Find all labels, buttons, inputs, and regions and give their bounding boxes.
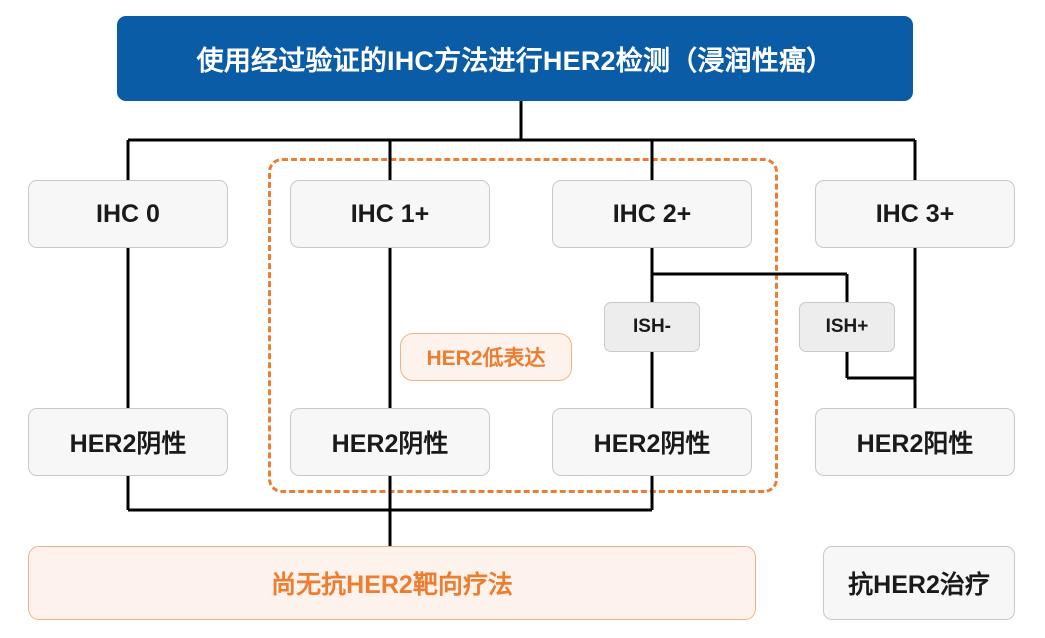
node-ihc-0-label: IHC 0	[96, 199, 160, 228]
node-result-negative-ihc0[interactable]: HER2阴性	[28, 408, 228, 476]
tag-her2-low-expression-label: HER2低表达	[426, 347, 546, 370]
node-ihc-1-plus[interactable]: IHC 1+	[290, 180, 490, 248]
node-ish-positive[interactable]: ISH+	[799, 302, 895, 352]
node-result-positive-label: HER2阳性	[856, 430, 974, 458]
node-result-negative-ihc1[interactable]: HER2阴性	[290, 408, 490, 476]
node-ihc-3-plus[interactable]: IHC 3+	[815, 180, 1015, 248]
node-result-positive[interactable]: HER2阳性	[815, 408, 1015, 476]
node-ish-negative-label: ISH-	[633, 316, 671, 337]
node-ihc-1-plus-label: IHC 1+	[350, 199, 430, 228]
node-ihc-2-plus-label: IHC 2+	[612, 199, 692, 228]
tag-her2-low-expression: HER2低表达	[400, 333, 572, 381]
node-no-targeted-therapy[interactable]: 尚无抗HER2靶向疗法	[28, 546, 756, 620]
chart-title: 使用经过验证的IHC方法进行HER2检测（浸润性癌）	[196, 46, 834, 76]
node-anti-her2-treatment-label: 抗HER2治疗	[848, 571, 990, 599]
node-result-negative-ihc0-label: HER2阴性	[69, 430, 187, 458]
node-ish-negative[interactable]: ISH-	[604, 302, 700, 352]
node-ish-positive-label: ISH+	[825, 316, 869, 337]
node-no-targeted-therapy-label: 尚无抗HER2靶向疗法	[271, 571, 513, 599]
node-result-negative-ish-label: HER2阴性	[593, 430, 711, 458]
node-ihc-2-plus[interactable]: IHC 2+	[552, 180, 752, 248]
chart-title-box: 使用经过验证的IHC方法进行HER2检测（浸润性癌）	[117, 16, 913, 101]
node-anti-her2-treatment[interactable]: 抗HER2治疗	[823, 546, 1015, 620]
node-ihc-3-plus-label: IHC 3+	[875, 199, 955, 228]
node-result-negative-ish[interactable]: HER2阴性	[552, 408, 752, 476]
node-result-negative-ihc1-label: HER2阴性	[331, 430, 449, 458]
her2-low-expression-region	[268, 158, 778, 493]
node-ihc-0[interactable]: IHC 0	[28, 180, 228, 248]
